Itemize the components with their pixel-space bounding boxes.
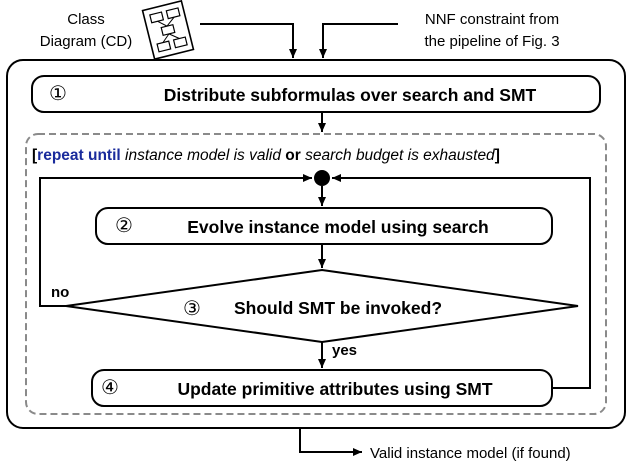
step3-number: ③: [183, 298, 201, 320]
loop-open-bracket: [: [32, 147, 37, 164]
class-diagram-arrow: [200, 23, 297, 58]
loop-back-arrow: [332, 174, 591, 389]
nnf-label-line1: NNF constraint from: [425, 11, 559, 28]
step1-box: [31, 75, 601, 113]
step2-box: [95, 207, 553, 245]
no-branch-arrow: [39, 174, 312, 307]
outer-container: [6, 59, 626, 429]
nnf-label-line2: the pipeline of Fig. 3: [424, 33, 559, 50]
step4-number: ④: [101, 377, 119, 399]
output-arrow: [299, 428, 362, 456]
step2-label: Evolve instance model using search: [187, 217, 489, 237]
class-diagram-label-line1: Class: [67, 11, 105, 28]
class-diagram-label-line2: Diagram (CD): [40, 33, 133, 50]
step3-label: Should SMT be invoked?: [234, 298, 442, 318]
loop-condition-budget: search budget is exhausted: [305, 147, 496, 164]
loop-condition: [repeat until instance model is valid or…: [32, 147, 500, 164]
merge-node: [314, 170, 330, 186]
class-diagram-icon: [141, 0, 195, 61]
no-label: no: [51, 284, 69, 301]
yes-label: yes: [332, 342, 357, 359]
loop-or: or: [285, 147, 301, 164]
loop-condition-valid: instance model is valid: [125, 147, 282, 164]
nnf-arrow: [319, 23, 398, 58]
loop-repeat-until: repeat until: [37, 147, 121, 164]
step2-number: ②: [115, 215, 133, 237]
loop-close-bracket: ]: [495, 147, 500, 164]
loop-region: [25, 133, 607, 415]
output-label: Valid instance model (if found): [370, 445, 571, 462]
step1-number: ①: [49, 83, 67, 105]
step1-label: Distribute subformulas over search and S…: [164, 85, 537, 105]
step4-label: Update primitive attributes using SMT: [177, 379, 492, 399]
